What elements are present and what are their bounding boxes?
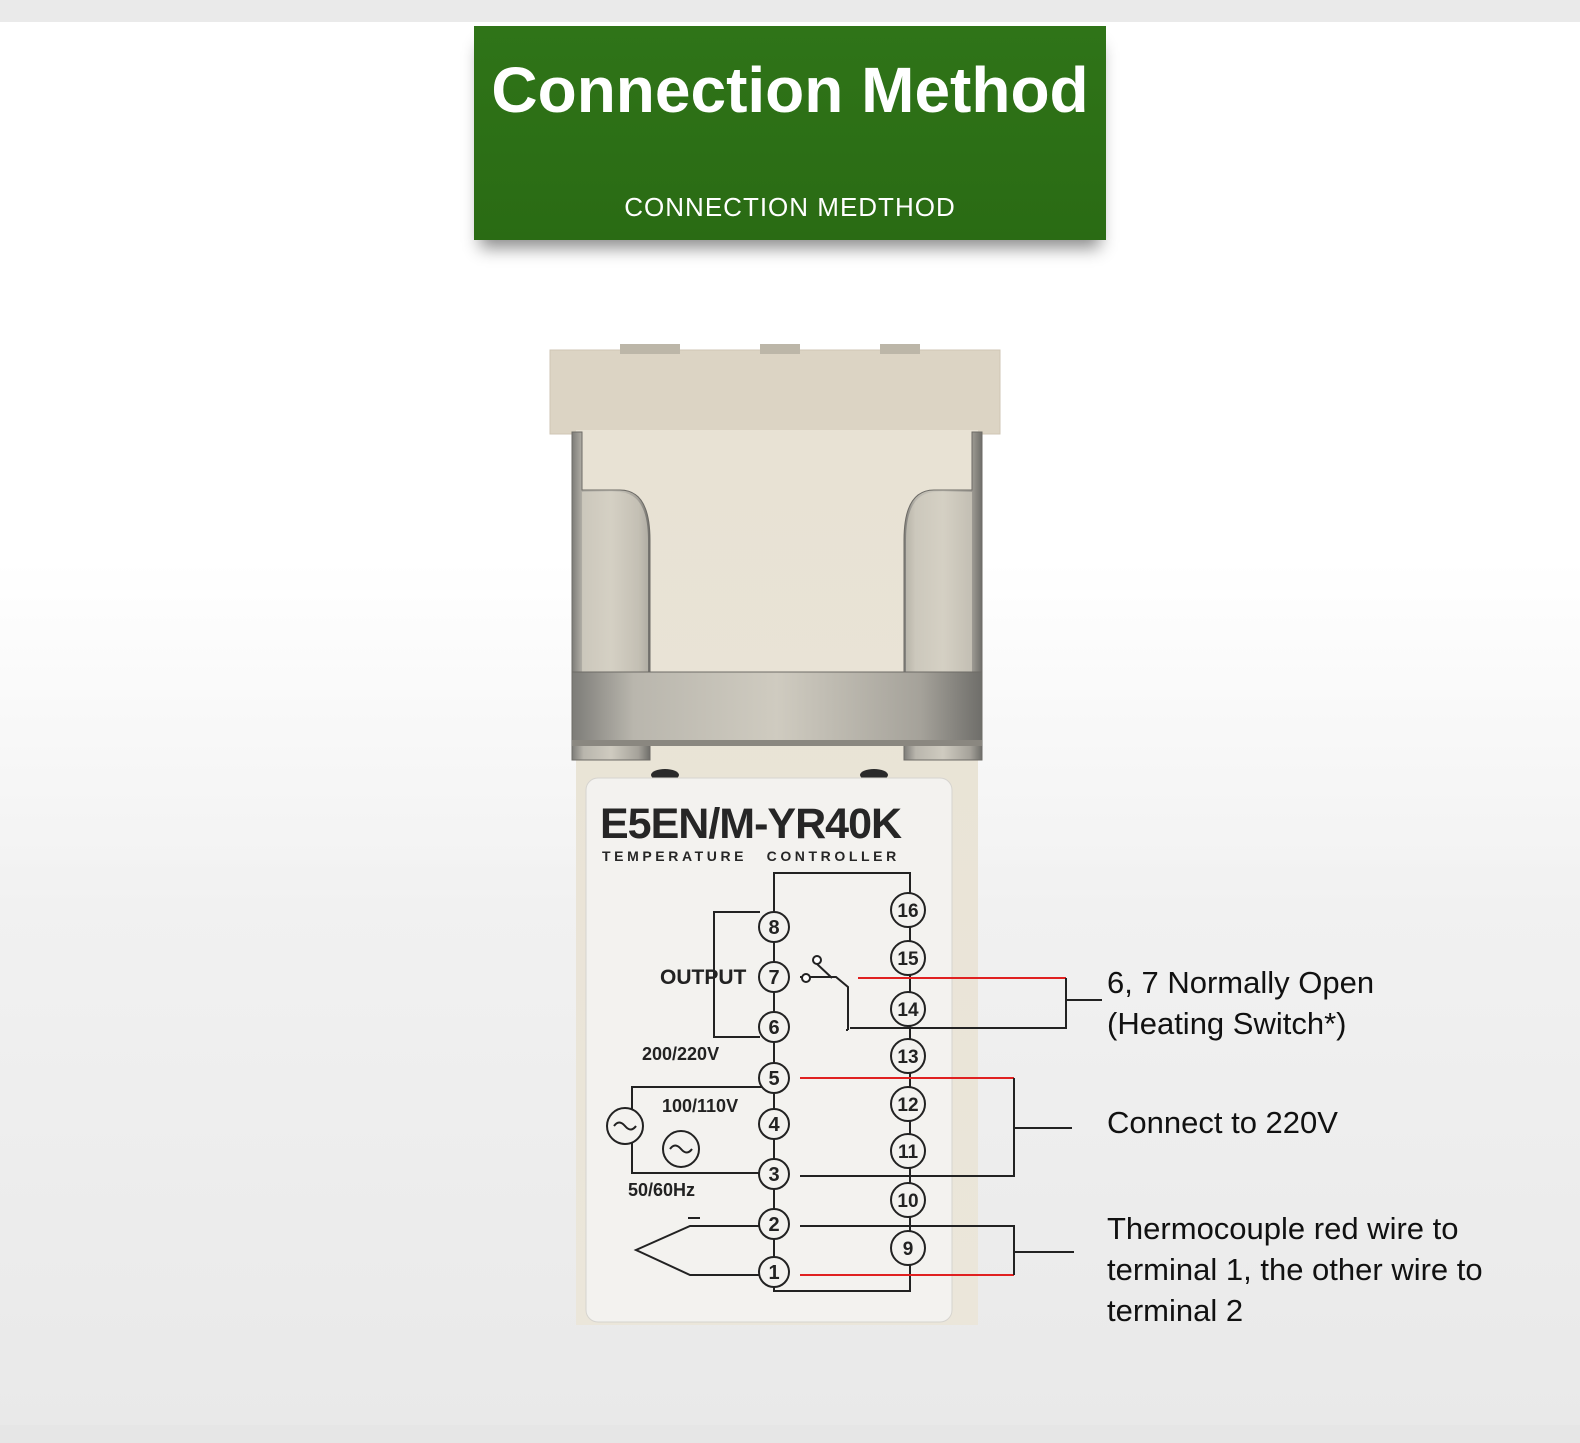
terminal-number: 16 — [897, 901, 918, 922]
terminal-number: 5 — [768, 1068, 779, 1090]
thermo-callout-line2: terminal 1, the other wire to — [1107, 1252, 1483, 1287]
terminal-13 — [890, 1038, 926, 1074]
terminal-number: 7 — [768, 967, 779, 989]
relay-callout: 6, 7 Normally Open (Heating Switch*) — [1107, 962, 1374, 1044]
terminal-9 — [890, 1230, 926, 1266]
red-wires — [800, 977, 1066, 1276]
terminal-number: 8 — [768, 917, 779, 939]
terminal-1 — [758, 1256, 790, 1288]
terminal-6 — [758, 1011, 790, 1043]
terminal-number: 6 — [768, 1017, 779, 1039]
power-callout-text: Connect to 220V — [1107, 1105, 1338, 1140]
terminal-number: 10 — [897, 1191, 918, 1212]
right-terminals — [890, 892, 926, 1266]
terminal-16 — [890, 892, 926, 928]
terminal-number: 4 — [768, 1114, 780, 1136]
terminal-5 — [758, 1062, 790, 1094]
terminal-15 — [890, 940, 926, 976]
model-name: E5EN/M-YR40K — [600, 800, 902, 848]
thermocouple-callout: Thermocouple red wire to terminal 1, the… — [1107, 1208, 1483, 1331]
banner-subtitle: CONNECTION MEDTHOD — [624, 192, 956, 222]
terminal-11 — [890, 1133, 926, 1169]
terminal-12 — [890, 1086, 926, 1122]
power-callout: Connect to 220V — [1107, 1102, 1338, 1143]
thermo-callout-line3: terminal 2 — [1107, 1293, 1244, 1328]
terminal-number: 11 — [898, 1142, 919, 1163]
model-subtitle: TEMPERATURE CONTROLLER — [602, 848, 900, 864]
terminal-7 — [758, 961, 790, 993]
left-terminals — [758, 911, 790, 1288]
terminal-number: 15 — [897, 949, 919, 970]
voltage-high-label: 200/220V — [642, 1044, 720, 1064]
terminal-number: 14 — [897, 1000, 919, 1021]
relay-callout-line1: 6, 7 Normally Open — [1107, 965, 1375, 1000]
terminal-number: 2 — [768, 1214, 779, 1236]
terminal-2 — [758, 1208, 790, 1240]
terminal-4 — [758, 1108, 790, 1140]
clamp-band — [571, 671, 983, 745]
voltage-low-label: 100/110V — [662, 1096, 739, 1116]
front-bezel — [549, 349, 1001, 435]
terminal-number: 3 — [768, 1164, 779, 1186]
terminal-number: 1 — [768, 1262, 779, 1284]
terminal-number: 9 — [903, 1239, 914, 1260]
callout-brackets — [800, 978, 1102, 1275]
thermo-callout-line1: Thermocouple red wire to — [1107, 1211, 1459, 1246]
terminal-number: 12 — [897, 1095, 918, 1116]
header-banner: Connection Method CONNECTION MEDTHOD — [474, 26, 1106, 240]
terminal-3 — [758, 1158, 790, 1190]
frequency-label: 50/60Hz — [628, 1180, 696, 1200]
output-label: OUTPUT — [660, 966, 747, 989]
label-sticker — [585, 777, 953, 1323]
terminal-14 — [890, 991, 926, 1027]
terminal-number: 13 — [897, 1047, 918, 1068]
terminal-10 — [890, 1182, 926, 1218]
bottom-strip — [0, 1425, 1580, 1443]
terminal-8 — [758, 911, 790, 943]
top-strip — [0, 0, 1580, 22]
banner-title: Connection Method — [491, 54, 1089, 126]
relay-callout-line2: (Heating Switch*) — [1107, 1006, 1347, 1041]
